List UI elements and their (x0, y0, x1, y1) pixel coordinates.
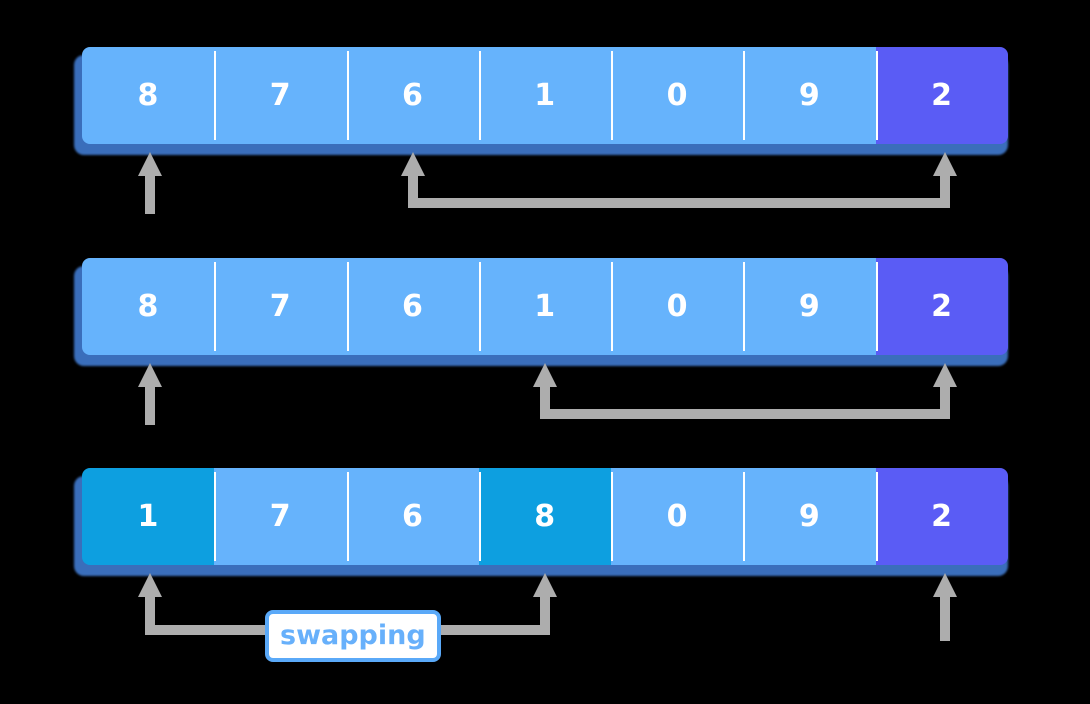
array-row-2-cells: 8 7 6 1 0 9 2 (82, 258, 1008, 355)
cell-value: 6 (402, 78, 424, 113)
cell-value: 9 (798, 78, 821, 113)
array-cell[interactable]: 9 (743, 47, 876, 144)
cell-value: 9 (798, 499, 821, 534)
array-cell-pivot[interactable]: 2 (875, 47, 1008, 144)
pointer-arrow-row2-index0 (138, 363, 162, 425)
cell-value: 9 (798, 289, 821, 324)
swap-bracket-row2 (533, 363, 957, 419)
pointer-arrow-row1-index0 (138, 152, 162, 214)
cell-value: 8 (137, 78, 159, 113)
cell-value: 6 (402, 289, 424, 324)
swapping-label: swapping (265, 610, 441, 662)
array-cell[interactable]: 9 (743, 468, 876, 565)
array-cell[interactable]: 6 (346, 468, 479, 565)
array-cell[interactable]: 0 (611, 258, 744, 355)
cell-value: 2 (931, 499, 953, 534)
cell-value: 1 (534, 78, 556, 113)
cell-value: 7 (269, 289, 292, 324)
array-cell[interactable]: 7 (214, 468, 347, 565)
cell-value: 6 (402, 499, 424, 534)
array-cell-pivot[interactable]: 2 (875, 258, 1008, 355)
swap-bracket-row1 (401, 152, 957, 208)
cell-value: 8 (137, 289, 159, 324)
array-cell[interactable]: 1 (478, 258, 612, 355)
cell-value: 7 (269, 499, 292, 534)
pointer-arrow-row3-index6 (933, 573, 957, 641)
array-cell[interactable]: 0 (611, 47, 744, 144)
array-cell[interactable]: 1 (478, 47, 612, 144)
cell-value: 0 (666, 499, 688, 534)
cell-value: 1 (534, 289, 556, 324)
array-row-2: 8 7 6 1 0 9 2 (74, 258, 1008, 366)
cell-value: 8 (534, 499, 556, 534)
cell-value: 2 (931, 289, 953, 324)
array-cell[interactable]: 8 (82, 258, 215, 355)
array-cell[interactable]: 6 (346, 47, 479, 144)
array-cell[interactable]: 0 (611, 468, 744, 565)
cell-value: 0 (666, 78, 688, 113)
cell-value: 7 (269, 78, 292, 113)
array-cell-active[interactable]: 8 (478, 468, 612, 565)
array-cell[interactable]: 8 (82, 47, 215, 144)
array-cell[interactable]: 6 (346, 258, 479, 355)
array-row-1: 8 7 6 1 0 9 2 (74, 47, 1008, 155)
cell-value: 2 (931, 78, 953, 113)
cell-value: 1 (137, 499, 159, 534)
array-cell[interactable]: 7 (214, 258, 347, 355)
array-cell-active[interactable]: 1 (82, 468, 215, 565)
array-row-3: 1 7 6 8 0 9 2 (74, 468, 1008, 576)
array-cell-pivot[interactable]: 2 (875, 468, 1008, 565)
array-row-1-cells: 8 7 6 1 0 9 2 (82, 47, 1008, 144)
array-row-3-cells: 1 7 6 8 0 9 2 (82, 468, 1008, 565)
array-cell[interactable]: 7 (214, 47, 347, 144)
cell-value: 0 (666, 289, 688, 324)
array-cell[interactable]: 9 (743, 258, 876, 355)
